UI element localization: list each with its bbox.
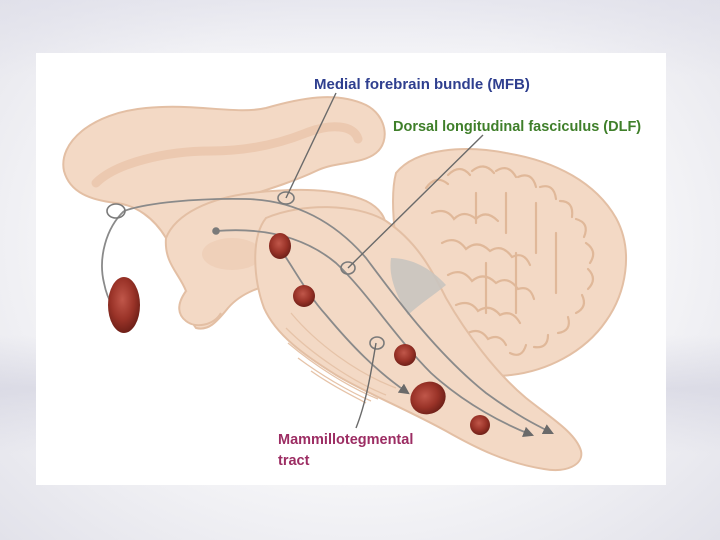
tegmental-nucleus-1 [394,344,416,366]
mammillotegmental-label: Mammillotegmental tract [278,430,413,472]
olfactory-bulb-nucleus [108,277,140,333]
mammillary-nucleus [293,285,315,307]
mfb-label: Medial forebrain bundle (MFB) [314,76,530,93]
brain-sagittal-diagram [36,53,666,485]
dlf-label: Dorsal longitudinal fasciculus (DLF) [393,119,641,135]
mammillotegmental-label-line1: Mammillotegmental [278,430,413,451]
brain-diagram-panel: Medial forebrain bundle (MFB) Dorsal lon… [36,53,666,485]
medullary-nucleus [470,415,490,435]
mammillotegmental-label-line2: tract [278,451,413,472]
hypothalamic-nucleus [269,233,291,259]
